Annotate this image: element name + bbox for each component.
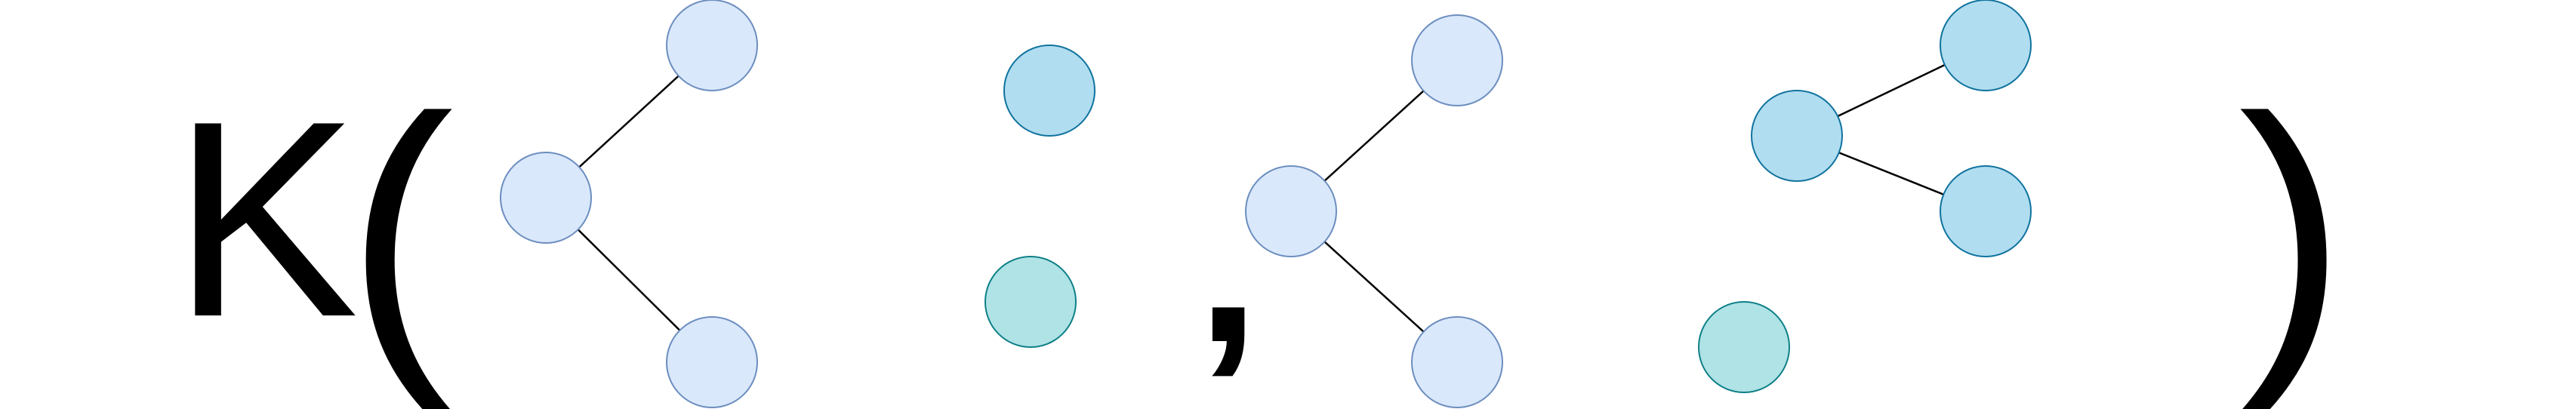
arg2-tree-graph (1245, 14, 1503, 408)
graph-node (1003, 45, 1095, 137)
graph-node (1245, 165, 1337, 257)
graph-node (1698, 301, 1790, 393)
open-parenthesis: ( (346, 51, 454, 409)
arg2-tree-with-isolated-node-graph (1698, 0, 2032, 393)
graph-node (1411, 316, 1503, 408)
argument-separator: , (1197, 136, 1259, 389)
kernel-function-label: K (172, 63, 359, 375)
graph-node (666, 316, 758, 408)
arg1-isolated-nodes-graph (984, 45, 1095, 348)
graph-node (666, 0, 758, 91)
graph-node (1940, 0, 2032, 91)
graph-node (500, 152, 592, 244)
graph-node (984, 256, 1077, 348)
close-parenthesis: ) (2239, 51, 2346, 409)
arg1-tree-graph (500, 0, 758, 408)
graph-node (1411, 14, 1503, 106)
graph-node (1751, 90, 1843, 182)
graph-node (1940, 165, 2032, 257)
